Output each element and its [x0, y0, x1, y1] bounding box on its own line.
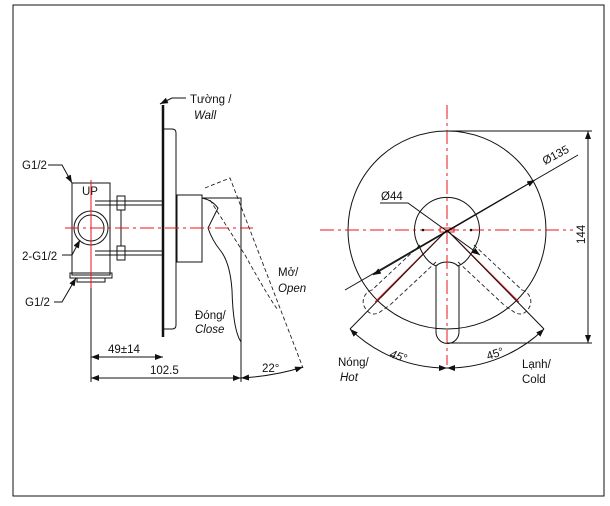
- handle-open-outline: [204, 177, 304, 369]
- front-view: Ø135 Ø44 144 45° 45° Nóng/ Hot Lạnh/ Col…: [320, 105, 592, 386]
- hot-angle-arc: [349, 328, 448, 372]
- cold-angle: 45°: [485, 346, 505, 363]
- top-port-label: G1/2: [22, 160, 47, 172]
- nut: [116, 245, 126, 261]
- wall-label: Tường /: [190, 94, 232, 106]
- cold-label: Lạnh/: [522, 359, 552, 371]
- dim-line-44: [380, 202, 481, 256]
- cover-plate: [163, 128, 177, 330]
- side-ports-label: 2-G1/2: [22, 251, 57, 263]
- nut: [116, 195, 126, 211]
- dim-plate-diameter: Ø135: [541, 144, 571, 168]
- handle-open-curve: [209, 199, 279, 311]
- hot-label: Nóng/: [338, 357, 369, 369]
- wall-label-en: Wall: [194, 110, 217, 122]
- dim-angle-arc: [240, 366, 304, 381]
- open-label-en: Open: [278, 283, 306, 295]
- hot-angle: 45°: [388, 348, 409, 365]
- cold-angle-arc: [446, 328, 545, 372]
- bottom-port-label: G1/2: [25, 297, 50, 309]
- open-label: Mở/: [278, 267, 299, 279]
- hot-label-en: Hot: [340, 372, 359, 384]
- dim-total-depth: 102.5: [150, 365, 179, 377]
- close-label: Đóng/: [195, 310, 226, 322]
- dim-line-135: [372, 179, 536, 276]
- dim-angle: 22°: [262, 363, 279, 375]
- dim-hub-diameter: Ø44: [381, 191, 403, 203]
- drawing-frame: [12, 4, 605, 497]
- up-mark: UP: [82, 186, 98, 198]
- side-view: UP Tường / Wall G1/2 2-G1/2 G1/2 Mở/ Ope…: [22, 94, 306, 382]
- cold-label-en: Cold: [522, 374, 546, 386]
- close-label-en: Close: [195, 324, 224, 336]
- dim-height: 144: [576, 224, 588, 244]
- handle-closed: [201, 197, 242, 344]
- dim-wall-depth: 49±14: [108, 344, 140, 356]
